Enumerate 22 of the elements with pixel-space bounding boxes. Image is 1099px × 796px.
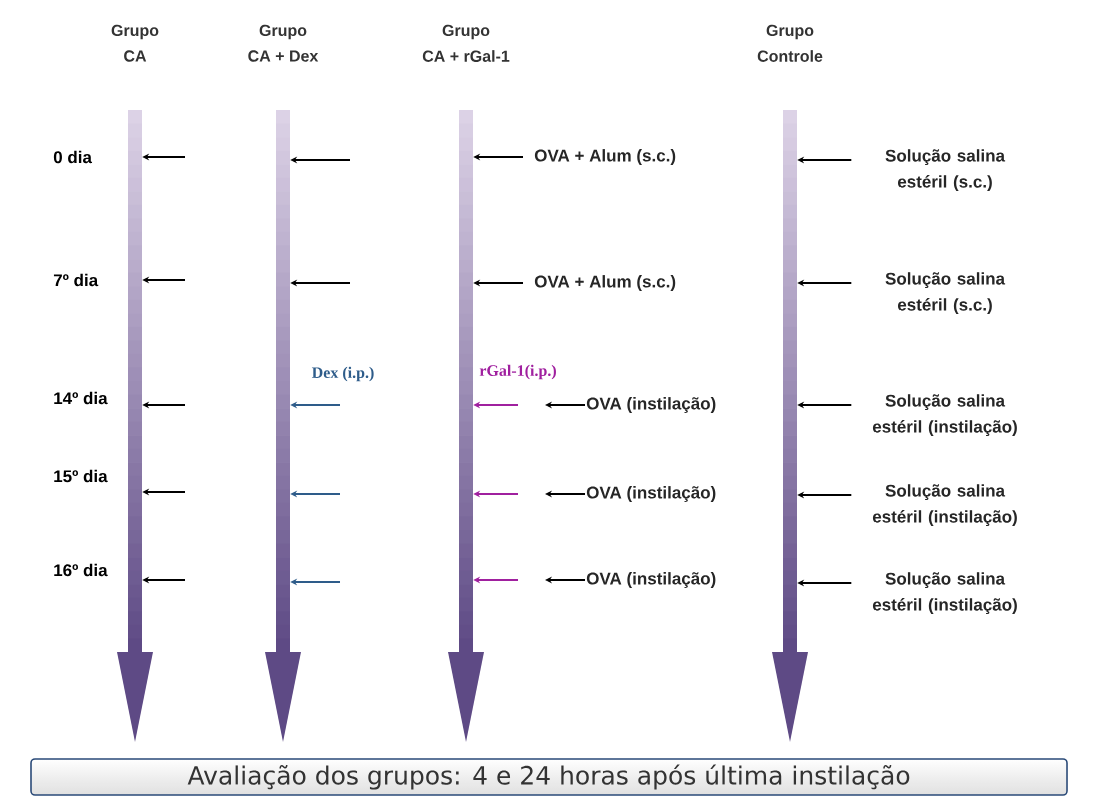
treatment-label: Dex (i.p.): [311, 366, 374, 382]
group-heading: Grupo: [766, 24, 814, 40]
step-label: OVA + Alum (s.c.): [534, 149, 676, 165]
group-heading: CA + Dex: [248, 50, 319, 62]
group-heading: CA: [124, 50, 147, 62]
step-label: OVA + Alum (s.c.): [534, 275, 676, 291]
day-label: 0 dia: [53, 150, 93, 164]
step-label: OVA (instilação): [586, 572, 716, 588]
group-heading: Controle: [757, 50, 823, 62]
group-heading: Grupo: [259, 24, 307, 40]
group-heading: CA + rGal-1: [422, 50, 510, 62]
step-label: Solução salina estéril (s.c.): [885, 272, 1006, 315]
step-label: OVA (instilação): [586, 486, 716, 502]
group-heading: Grupo: [111, 24, 159, 40]
treatment-label: rGal-1(i.p.): [479, 364, 556, 380]
step-label: Solução salina estéril (instilação): [872, 572, 1017, 615]
group-heading: Grupo: [442, 24, 490, 40]
step-label: Solução salina estéril (instilação): [872, 484, 1017, 527]
step-label: Solução salina estéril (s.c.): [885, 149, 1006, 192]
step-label: Solução salina estéril (instilação): [872, 394, 1017, 437]
summary-box: Avaliação dos grupos: 4 e 24 horas após última instilação: [30, 758, 1068, 796]
step-label: OVA (instilação): [586, 397, 716, 413]
